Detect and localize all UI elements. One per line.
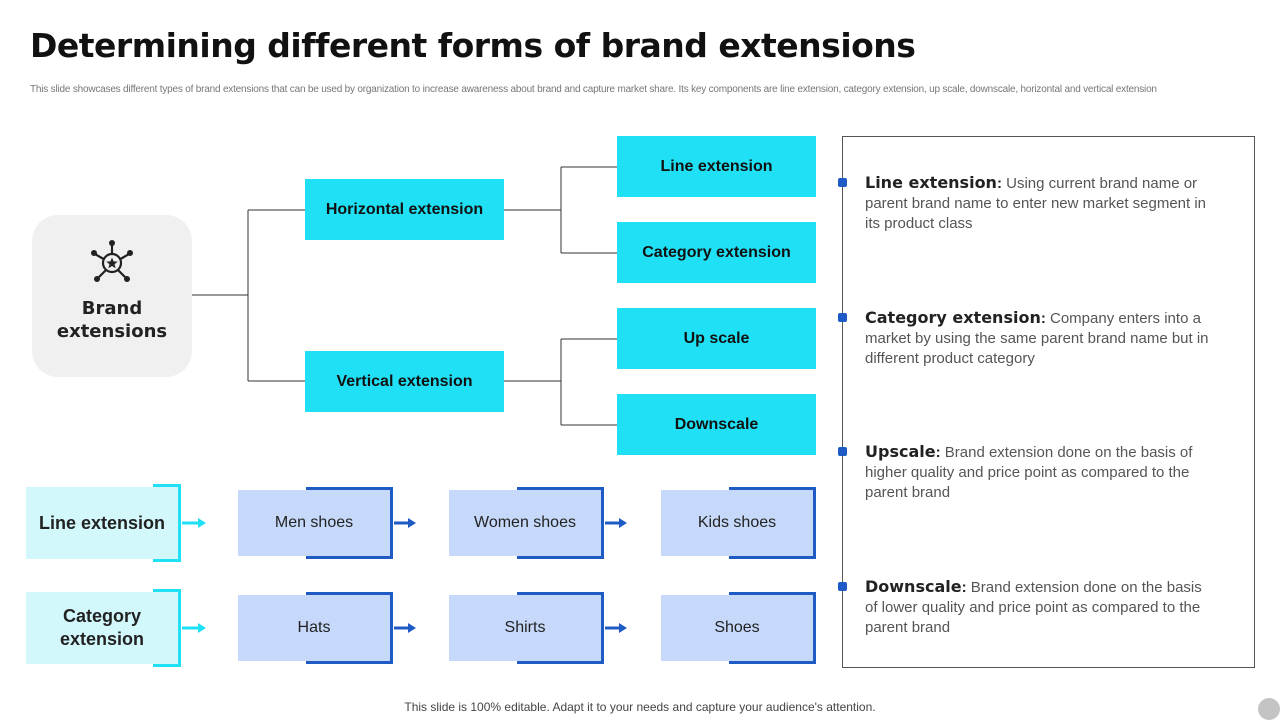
definition-term: Upscale [865,442,936,461]
example-item-label: Kids shoes [697,514,777,531]
example-item: Shoes [661,592,816,664]
node-line-extension: Line extension [617,136,816,197]
example-item-label: Shoes [714,619,760,636]
example-item-label: Men shoes [274,514,354,531]
bullet-icon [838,178,847,187]
example-item-label: Shirts [504,619,546,636]
node-downscale: Downscale [617,394,816,455]
node-category-extension: Category extension [617,222,816,283]
root-label: Brand extensions [56,298,168,342]
arrow-icon [619,518,627,528]
definition-text: Brand extension done on the basis of hig… [865,444,1193,501]
connector-horizontal [504,166,617,254]
example-item: Shirts [449,592,604,664]
connector-vertical [504,338,617,426]
example-item: Kids shoes [661,487,816,559]
definition-category-extension: Category extension: Company enters into … [838,308,1215,369]
example-label-category-extension: Category extension [26,589,181,667]
definition-line-extension: Line extension: Using current brand name… [838,173,1215,234]
definition-separator: : [935,444,941,461]
definition-term: Line extension [865,173,997,192]
arrow-icon [408,518,416,528]
page-title: Determining different forms of brand ext… [30,26,916,65]
arrow-icon [198,518,206,528]
definition-downscale: Downscale: Brand extension done on the b… [838,577,1215,638]
arrow-icon [198,623,206,633]
network-star-icon [91,240,133,282]
definition-text: Company enters into a market by using th… [865,310,1209,367]
example-item-label: Women shoes [474,514,576,531]
node-up-scale: Up scale [617,308,816,369]
definition-term: Category extension [865,308,1041,327]
node-horizontal-extension: Horizontal extension [305,179,504,240]
definition-upscale: Upscale: Brand extension done on the bas… [838,442,1215,503]
definition-term: Downscale [865,577,962,596]
node-vertical-extension: Vertical extension [305,351,504,412]
footer-note: This slide is 100% editable. Adapt it to… [404,700,876,714]
arrow-icon [408,623,416,633]
definition-separator: : [1040,310,1046,327]
definition-text: Brand extension done on the basis of low… [865,579,1202,636]
definition-separator: : [961,579,967,596]
example-item-label: Hats [297,619,331,636]
bullet-icon [838,447,847,456]
example-item: Women shoes [449,487,604,559]
page-subtitle: This slide showcases different types of … [30,84,1157,95]
definitions-panel: Line extension: Using current brand name… [838,136,1255,668]
brand-extensions-root: Brand extensions [32,215,192,377]
bullet-icon [838,313,847,322]
corner-decoration [1258,698,1280,720]
definition-text: Using current brand name or parent brand… [865,175,1207,232]
example-label-line-extension: Line extension [26,484,181,562]
definition-separator: : [996,175,1002,192]
connector-root [192,209,305,382]
bullet-icon [838,582,847,591]
arrow-icon [619,623,627,633]
example-item: Hats [238,592,393,664]
example-item: Men shoes [238,487,393,559]
